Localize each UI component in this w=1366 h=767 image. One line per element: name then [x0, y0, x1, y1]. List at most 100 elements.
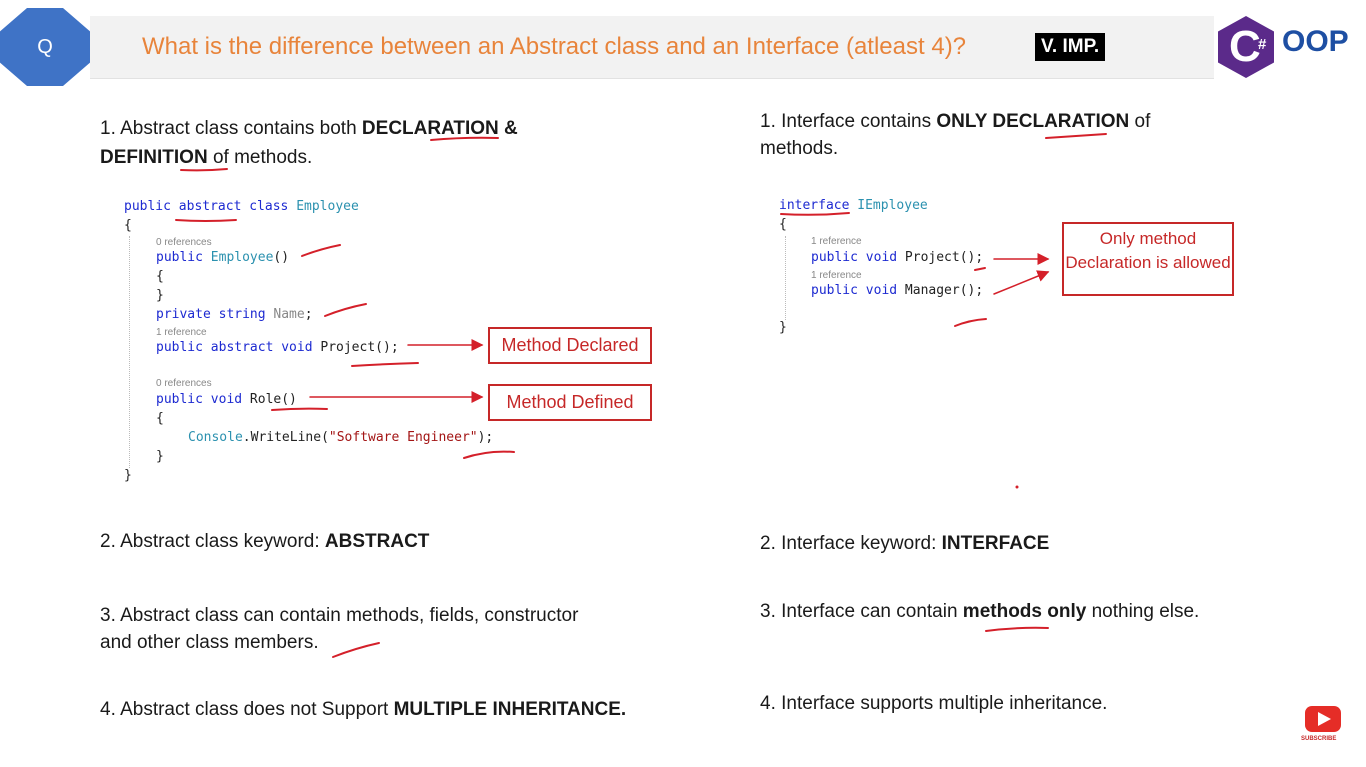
question-badge: Q: [0, 8, 90, 86]
annotation-tick: [324, 303, 367, 317]
code-text: .WriteLine(: [242, 430, 329, 445]
code-line-interface: interface IEmployee: [779, 198, 928, 213]
code-brace-close: }: [156, 288, 164, 303]
arrow-manager: [993, 270, 1050, 295]
page-title: What is the difference between an Abstra…: [142, 33, 967, 60]
code-brace-close: }: [124, 468, 132, 483]
interface-point-3: 3. Interface can contain methods only no…: [760, 598, 1199, 626]
importance-badge: V. IMP.: [1035, 33, 1106, 61]
interface-point-1-text: 1. Interface contains: [760, 111, 937, 132]
code-reference-count: 1 reference: [156, 327, 207, 338]
interface-point-1-tail: of: [1129, 111, 1151, 132]
code-reference-count: 0 references: [156, 237, 212, 248]
subscribe-label: SUBSCRIBE: [1301, 736, 1337, 742]
code-line-role-method: public void Role(): [156, 392, 297, 407]
abstract-point-2-bold: ABSTRACT: [324, 531, 430, 552]
abstract-point-1-bold: DECLARATION &: [361, 118, 518, 139]
code-brace-close: }: [156, 449, 164, 464]
logo-text: OOP: [1282, 25, 1349, 58]
annotation-tick: [301, 244, 341, 257]
code-type: Employee: [210, 250, 274, 265]
code-indent-guide: [785, 236, 786, 320]
annotation-tick: [954, 318, 987, 327]
code-line-class: public abstract class Employee: [124, 199, 359, 214]
code-reference-count: 1 reference: [811, 270, 862, 281]
play-icon: [1318, 712, 1331, 726]
code-text: ;: [304, 307, 313, 322]
abstract-point-1-bold-2: DEFINITION: [100, 147, 208, 168]
csharp-logo-c-icon: C: [1229, 22, 1261, 71]
code-brace-open: {: [779, 217, 787, 232]
interface-point-2-bold: INTERFACE: [941, 533, 1050, 554]
code-line-project: public void Project();: [811, 250, 983, 265]
callout-method-declared: Method Declared: [488, 327, 652, 364]
code-indent-guide: [129, 236, 130, 468]
underline-abstract-keyword: [175, 219, 237, 222]
code-brace-close: }: [779, 320, 787, 335]
interface-point-2-text: 2. Interface keyword:: [760, 533, 942, 554]
code-text: );: [477, 430, 494, 445]
abstract-point-1-line-1: 1. Abstract class contains both DECLARAT…: [100, 115, 518, 143]
code-text: Manager();: [904, 283, 984, 298]
annotation-tick: [271, 407, 328, 411]
abstract-point-1-line-2: DEFINITION of methods.: [100, 144, 312, 172]
code-line-console: Console.WriteLine("Software Engineer");: [188, 430, 493, 445]
code-keyword: public abstract class: [124, 199, 289, 214]
abstract-point-4-bold: MULTIPLE INHERITANCE.: [393, 699, 627, 720]
interface-point-3-tail: nothing else.: [1086, 601, 1200, 622]
abstract-point-3-line-1: 3. Abstract class can contain methods, f…: [100, 605, 579, 626]
code-line-abstract-method: public abstract void Project();: [156, 340, 399, 355]
annotation-dot: [1015, 485, 1019, 489]
code-reference-count: 1 reference: [811, 236, 862, 247]
callout-only-declaration: Only method Declaration is allowed: [1062, 222, 1234, 296]
csharp-logo-sharp-icon: #: [1258, 36, 1267, 53]
code-text: Project();: [904, 250, 984, 265]
code-line-constructor: public Employee(): [156, 250, 289, 265]
code-brace-open: {: [156, 411, 164, 426]
header-bar: [90, 16, 1214, 79]
interface-point-3-text: 3. Interface can contain: [760, 601, 963, 622]
code-brace-open: {: [156, 269, 164, 284]
code-keyword: public abstract void: [156, 340, 313, 355]
interface-point-1-line-2: methods.: [760, 138, 839, 159]
abstract-point-2: 2. Abstract class keyword: ABSTRACT: [100, 528, 429, 556]
csharp-logo-icon: [1218, 16, 1274, 78]
code-reference-count: 0 references: [156, 378, 212, 389]
question-badge-label: Q: [37, 35, 53, 58]
underline-methods-only: [985, 626, 1049, 632]
code-string: "Software Engineer": [328, 430, 478, 445]
annotation-tick: [463, 450, 515, 459]
annotation-tick: [351, 362, 419, 367]
code-keyword: private string: [156, 307, 266, 322]
code-text: Role(): [249, 392, 297, 407]
abstract-point-1-text: 1. Abstract class contains both: [100, 118, 362, 139]
code-keyword: public void: [811, 250, 898, 265]
code-keyword: public void: [156, 392, 243, 407]
interface-point-2: 2. Interface keyword: INTERFACE: [760, 530, 1049, 558]
interface-point-1-line-1: 1. Interface contains ONLY DECLARATION o…: [760, 108, 1150, 136]
annotation-tick: [332, 642, 380, 658]
code-identifier: Name: [273, 307, 305, 322]
code-type: IEmployee: [857, 198, 928, 213]
abstract-point-4: 4. Abstract class does not Support MULTI…: [100, 696, 626, 724]
abstract-point-4-text: 4. Abstract class does not Support: [100, 699, 394, 720]
code-keyword: public: [156, 250, 203, 265]
abstract-point-3-line-2: and other class members.: [100, 632, 319, 653]
code-line-field: private string Name;: [156, 307, 313, 322]
abstract-point-2-text: 2. Abstract class keyword:: [100, 531, 325, 552]
callout-method-defined: Method Defined: [488, 384, 652, 421]
code-keyword: public void: [811, 283, 898, 298]
underline-interface-keyword: [780, 212, 850, 216]
code-text: Project();: [320, 340, 399, 355]
code-text: (): [273, 250, 290, 265]
code-line-manager: public void Manager();: [811, 283, 983, 298]
interface-point-3-bold: methods only: [962, 601, 1087, 622]
annotation-tick: [974, 267, 986, 271]
code-brace-open: {: [124, 218, 132, 233]
abstract-point-1-tail: of methods.: [207, 147, 313, 168]
code-keyword: interface: [779, 198, 850, 213]
code-type: Employee: [296, 199, 359, 214]
interface-point-1-bold: ONLY DECLARATION: [936, 111, 1130, 132]
interface-point-4: 4. Interface supports multiple inheritan…: [760, 693, 1108, 714]
code-type: Console: [188, 430, 243, 445]
